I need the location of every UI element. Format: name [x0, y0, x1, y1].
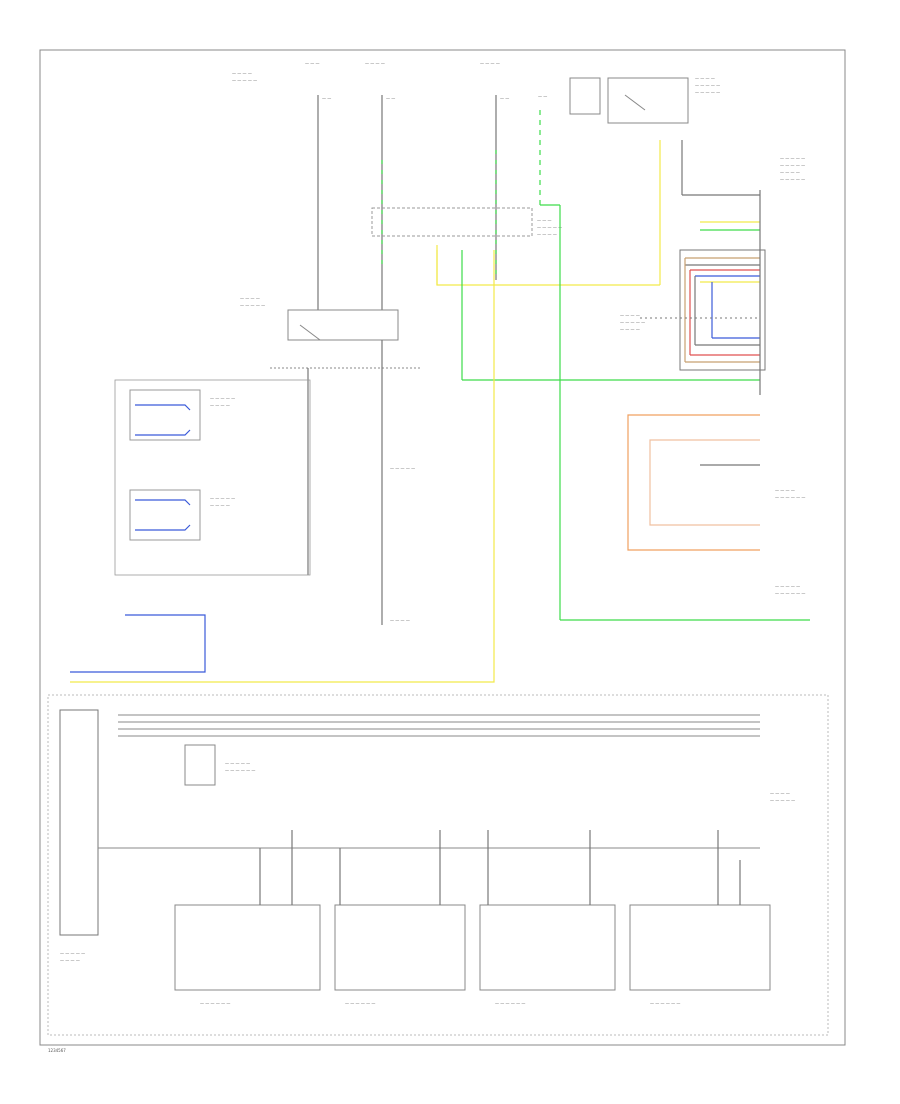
svg-text:— — — — —: — — — — —	[537, 225, 562, 230]
svg-text:— — — —: — — — —	[775, 488, 795, 493]
svg-text:— — — —: — — — —	[60, 958, 80, 963]
yellow-wire-top	[436, 245, 660, 286]
svg-text:— — — — —: — — — — —	[60, 951, 85, 956]
svg-text:— — — —: — — — —	[480, 61, 500, 66]
svg-text:— — — —: — — — —	[390, 618, 410, 623]
svg-text:— — — — — —: — — — — — —	[345, 1001, 375, 1006]
svg-text:— — — — —: — — — — —	[780, 156, 805, 161]
svg-text:— — — — —: — — — — —	[225, 761, 250, 766]
svg-text:— — — — — —: — — — — — —	[200, 1001, 230, 1006]
orange-loop: — — — — — — — — — — — — — — — — — — — — …	[627, 414, 805, 596]
svg-text:— —: — —	[538, 94, 547, 99]
svg-text:— — — —: — — — —	[232, 71, 252, 76]
left-switch-boxes: — — — — — — — — — — — — — — — — — —	[114, 379, 311, 576]
right-connector-wires: — — — — — — — — — — — — — — — — — — — — …	[620, 156, 805, 395]
switch-unit-3: — — — — — —	[479, 830, 616, 1006]
top-right-relay: — — — — — — — — — — — — — — — —	[538, 76, 720, 285]
junction-connector: — — — — — — — — — — — —	[371, 207, 562, 237]
svg-text:— — — —: — — — —	[695, 76, 715, 81]
svg-text:— — — — —: — — — — —	[695, 83, 720, 88]
svg-text:— — — —: — — — —	[620, 313, 640, 318]
svg-text:— — — — — —: — — — — — —	[775, 591, 805, 596]
svg-text:— —: — —	[500, 96, 509, 101]
svg-text:— — — — — —: — — — — — —	[225, 768, 255, 773]
svg-text:— — — —: — — — —	[780, 170, 800, 175]
svg-text:— — — — — —: — — — — — —	[650, 1001, 680, 1006]
svg-text:— — — — —: — — — — —	[775, 584, 800, 589]
top-fuse-feeds: — — — — — — — — — — — — — — — — — — — — …	[232, 61, 509, 310]
svg-text:— —: — —	[322, 96, 331, 101]
svg-text:— — — — — —: — — — — — —	[495, 1001, 525, 1006]
svg-text:— — — —: — — — —	[240, 296, 260, 301]
svg-text:— — — — — —: — — — — — —	[775, 495, 805, 500]
svg-text:— — —: — — —	[537, 218, 552, 223]
svg-text:— — — — —: — — — — —	[210, 396, 235, 401]
lower-module: — — — — — — — — — — — — — — — — — — — — …	[47, 694, 829, 1036]
svg-text:— — — — —: — — — — —	[232, 78, 257, 83]
footer-code: 1234567	[48, 1048, 66, 1053]
svg-text:— — — — —: — — — — —	[620, 320, 645, 325]
svg-text:— — — —: — — — —	[537, 232, 557, 237]
svg-text:— — — — —: — — — — —	[210, 496, 235, 501]
svg-text:— — — — —: — — — — —	[780, 177, 805, 182]
svg-text:— — — — —: — — — — —	[240, 303, 265, 308]
blue-wire	[70, 614, 206, 673]
svg-text:— — — —: — — — —	[210, 403, 230, 408]
switch-unit-4: — — — — — —	[629, 830, 771, 1006]
svg-text:— — —: — — —	[305, 61, 320, 66]
svg-text:— — — — —: — — — — —	[390, 466, 415, 471]
svg-text:— — — —: — — — —	[620, 327, 640, 332]
svg-text:— — — — —: — — — — —	[770, 798, 795, 803]
svg-text:— — — — —: — — — — —	[695, 90, 720, 95]
switch-unit-1: — — — — — —	[174, 830, 321, 1006]
diagram-frame	[39, 49, 846, 1046]
center-switch: — — — — — — — — — — — — — — — — — —	[240, 296, 420, 625]
svg-text:— — — —: — — — —	[365, 61, 385, 66]
svg-text:— — — —: — — — —	[210, 503, 230, 508]
switch-unit-2: — — — — — —	[334, 830, 466, 1006]
svg-text:— —: — —	[386, 96, 395, 101]
yellow-bus	[70, 250, 495, 683]
svg-text:— — — — —: — — — — —	[780, 163, 805, 168]
svg-text:— — — —: — — — —	[770, 791, 790, 796]
